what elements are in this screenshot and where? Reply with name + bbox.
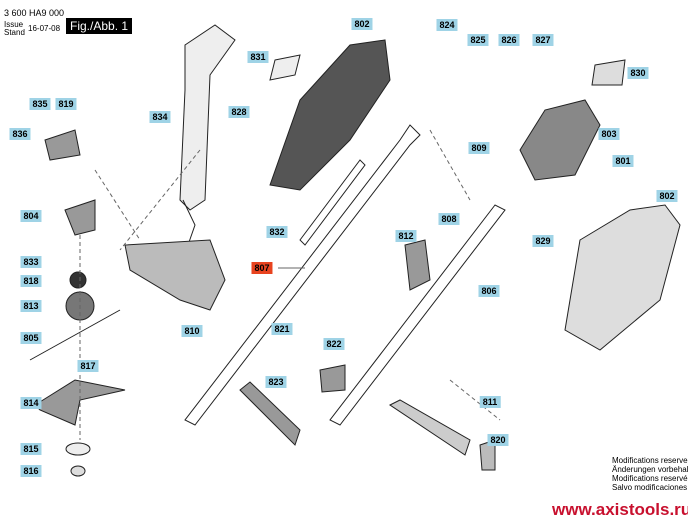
part-label-819[interactable]: 819: [55, 98, 77, 110]
mod-line: Änderungen vorbehalten: [612, 465, 688, 474]
part-label-827[interactable]: 827: [532, 34, 554, 46]
part-label-821[interactable]: 821: [271, 323, 293, 335]
part-label-833[interactable]: 833: [20, 256, 42, 268]
part-label-803[interactable]: 803: [598, 128, 620, 140]
part-label-813[interactable]: 813: [20, 300, 42, 312]
tube-811: [389, 399, 471, 456]
part-label-829[interactable]: 829: [532, 235, 554, 247]
part-label-830[interactable]: 830: [627, 67, 649, 79]
part-label-807[interactable]: 807: [251, 262, 273, 274]
cover: [44, 129, 81, 161]
part-label-814[interactable]: 814: [20, 397, 42, 409]
part-label-835[interactable]: 835: [29, 98, 51, 110]
washer: [65, 442, 91, 456]
strip: [299, 159, 366, 246]
mod-line: Modifications reservées: [612, 474, 688, 483]
knob: [319, 364, 346, 393]
part-label-820[interactable]: 820: [487, 434, 509, 446]
handle: [239, 381, 301, 446]
mod-line: Modifications reserved: [612, 456, 688, 465]
part-label-815[interactable]: 815: [20, 443, 42, 455]
guard: [124, 239, 226, 311]
part-label-836[interactable]: 836: [9, 128, 31, 140]
part-label-805[interactable]: 805: [20, 332, 42, 344]
part-label-816[interactable]: 816: [20, 465, 42, 477]
cap: [70, 465, 86, 477]
motor: [519, 99, 601, 181]
nut: [69, 271, 87, 289]
part-label-812[interactable]: 812: [395, 230, 417, 242]
part-label-810[interactable]: 810: [181, 325, 203, 337]
part-label-818[interactable]: 818: [20, 275, 42, 287]
part-label-832[interactable]: 832: [266, 226, 288, 238]
part-label-817[interactable]: 817: [77, 360, 99, 372]
tube-second: [329, 204, 506, 426]
part-label-808[interactable]: 808: [438, 213, 460, 225]
part-label-801[interactable]: 801: [612, 155, 634, 167]
housing-right: [564, 204, 681, 351]
issue-text: Issue: [4, 20, 24, 29]
plate-831: [269, 54, 301, 81]
part-label-826[interactable]: 826: [498, 34, 520, 46]
shoulder-strap: [179, 24, 236, 211]
part-label-823[interactable]: 823: [265, 376, 287, 388]
clamp: [404, 239, 431, 291]
line: [29, 309, 121, 361]
strap-hook: [182, 199, 196, 246]
part-label-802[interactable]: 802: [656, 190, 678, 202]
issue-date: 16-07-08: [28, 24, 61, 33]
part-label-802[interactable]: 802: [351, 18, 373, 30]
part-label-834[interactable]: 834: [149, 111, 171, 123]
website-link[interactable]: www.axistools.ru: [552, 500, 688, 519]
housing-top: [269, 39, 391, 191]
mod-line: Salvo modificaciones: [612, 483, 688, 492]
part-label-822[interactable]: 822: [323, 338, 345, 350]
part-label-825[interactable]: 825: [467, 34, 489, 46]
gear-head: [64, 199, 96, 236]
part-label-811[interactable]: 811: [479, 396, 501, 408]
figure-label: Fig./Abb. 1: [66, 18, 133, 34]
assembly-lines: [79, 129, 501, 440]
part-label-831[interactable]: 831: [247, 51, 269, 63]
part-label-804[interactable]: 804: [20, 210, 42, 222]
part-label-824[interactable]: 824: [436, 19, 458, 31]
part-label-809[interactable]: 809: [468, 142, 490, 154]
tube-main: [184, 124, 421, 426]
plate-830: [591, 59, 626, 86]
modifications-note: Modifications reserved Änderungen vorbeh…: [612, 456, 688, 492]
stand-text: Stand: [4, 28, 25, 37]
part-label-806[interactable]: 806: [478, 285, 500, 297]
part-label-828[interactable]: 828: [228, 106, 250, 118]
part-number: 3 600 HA9 000: [4, 8, 65, 18]
